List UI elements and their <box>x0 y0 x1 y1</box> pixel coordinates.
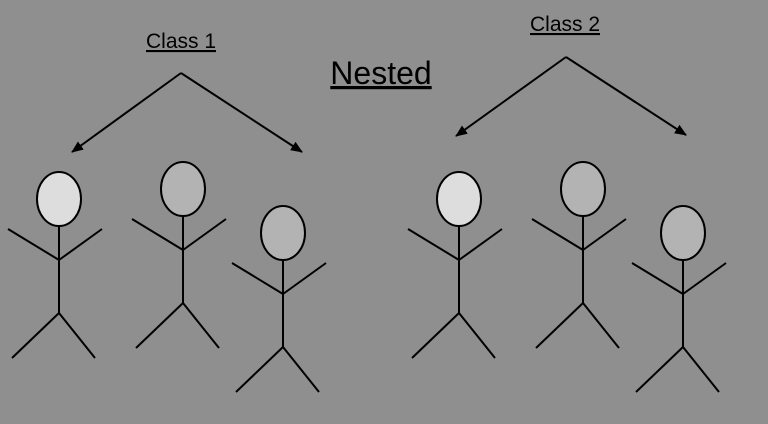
stick-figure-left-arm <box>631 262 684 295</box>
stick-figure-right-arm <box>682 262 727 295</box>
stick-figure-right-leg <box>58 312 96 359</box>
diagram-title: Nested <box>330 55 431 91</box>
stick-figure-left-arm <box>531 218 584 251</box>
class-2-member-2 <box>531 161 627 349</box>
stick-figure-left-leg <box>135 302 184 349</box>
stick-figure-left-arm <box>131 218 184 251</box>
class-1-member-3 <box>231 205 327 393</box>
stick-figure-left-leg <box>11 312 60 359</box>
class-2-arrows <box>455 56 687 137</box>
class-2-member-3 <box>631 205 727 393</box>
stick-figure-right-leg <box>282 346 320 393</box>
stick-figure-left-arm <box>407 228 460 261</box>
stick-figure-right-leg <box>682 346 720 393</box>
stick-figure-right-arm <box>182 218 227 251</box>
stick-figure-left-leg <box>535 302 584 349</box>
class-2-member-1 <box>407 171 503 359</box>
stick-figure-left-arm <box>231 262 284 295</box>
class-1-right-arrow <box>180 72 303 153</box>
class-2-label: Class 2 <box>530 13 600 36</box>
stick-figure-head <box>260 205 306 261</box>
stick-figure-right-arm <box>58 228 103 261</box>
stick-figure-left-arm <box>7 228 60 261</box>
stick-figure-head <box>560 161 606 217</box>
stick-figure-left-leg <box>635 346 684 393</box>
stick-figures <box>7 161 727 393</box>
stick-figure-left-leg <box>235 346 284 393</box>
stick-figure-head <box>436 171 482 227</box>
class-2-right-arrow <box>565 56 687 136</box>
stick-figure-right-leg <box>458 312 496 359</box>
stick-figure-left-leg <box>411 312 460 359</box>
stick-figure-right-arm <box>582 218 627 251</box>
class-1-left-arrow <box>71 72 182 153</box>
class-1-label: Class 1 <box>146 30 216 53</box>
class-1-member-1 <box>7 171 103 359</box>
stick-figure-right-arm <box>458 228 503 261</box>
stick-figure-head <box>160 161 206 217</box>
class-1-arrows <box>71 72 303 153</box>
stick-figure-head <box>36 171 82 227</box>
class-2-left-arrow <box>455 56 567 137</box>
stick-figure-right-leg <box>182 302 220 349</box>
stick-figure-head <box>660 205 706 261</box>
stick-figure-right-arm <box>282 262 327 295</box>
stick-figure-right-leg <box>582 302 620 349</box>
class-1-member-2 <box>131 161 227 349</box>
